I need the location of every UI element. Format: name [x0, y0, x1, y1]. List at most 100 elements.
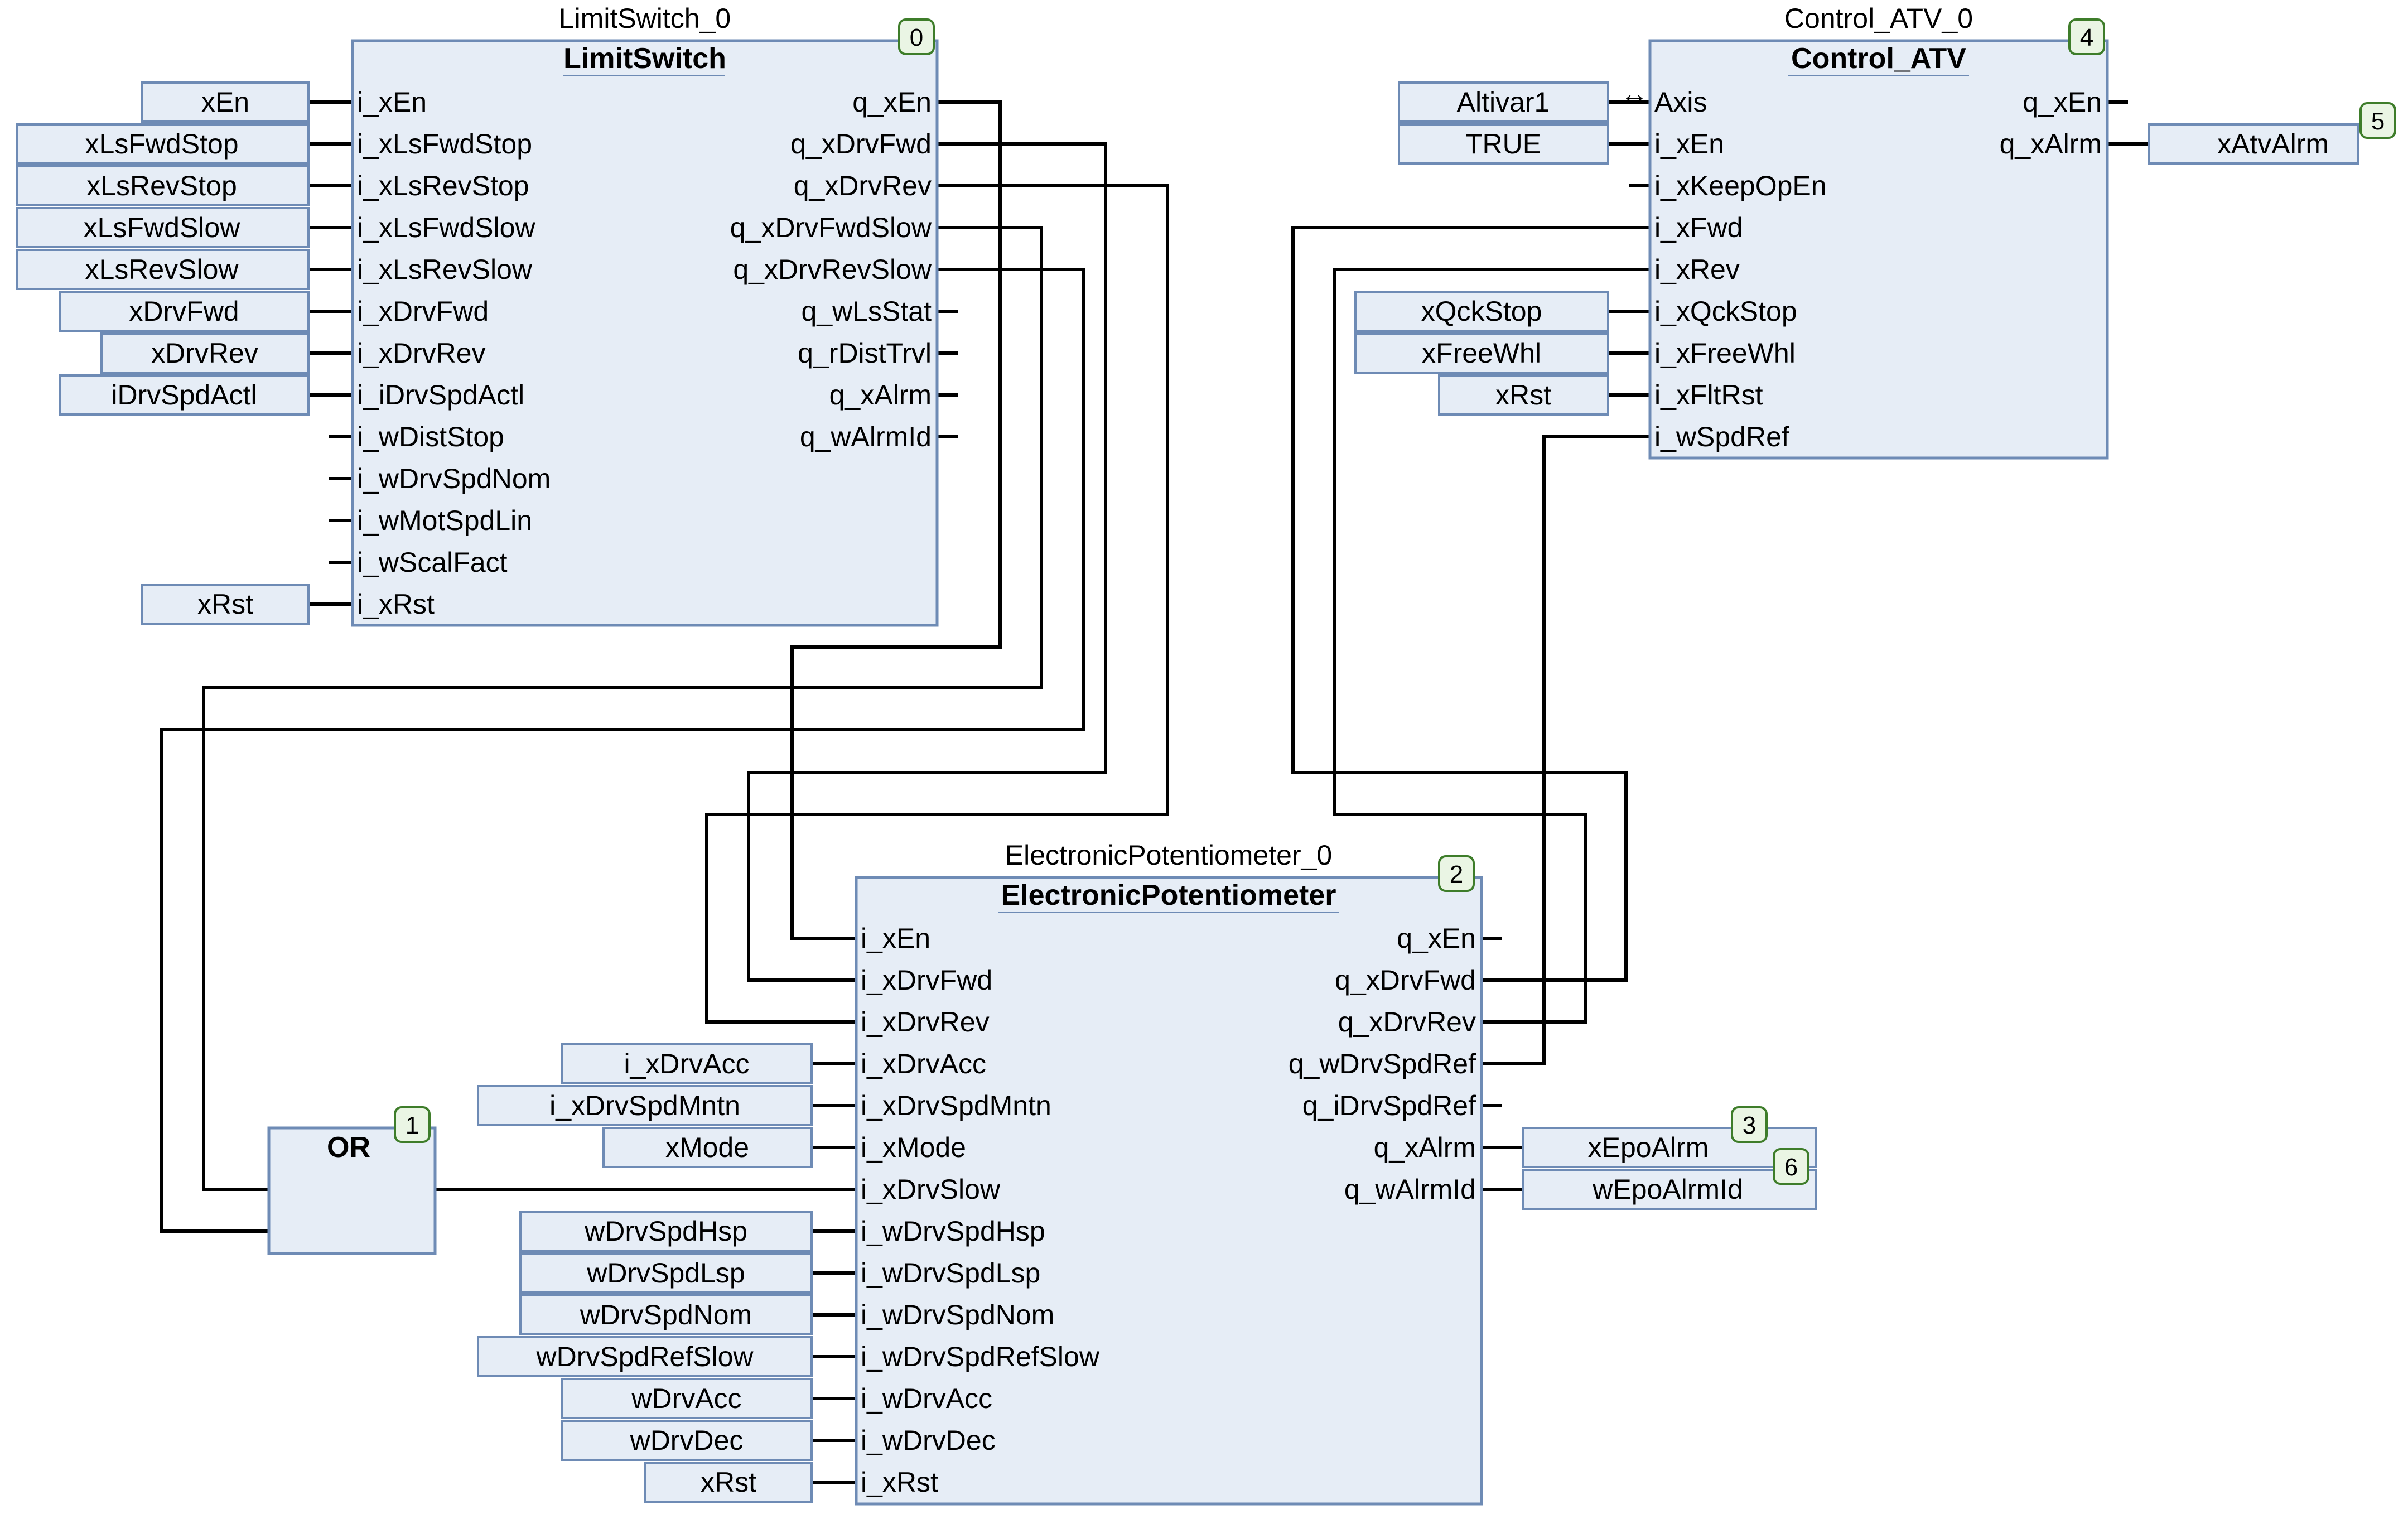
- variable-box[interactable]: xDrvFwd: [59, 291, 310, 332]
- variable-box[interactable]: xRst: [141, 584, 310, 625]
- svg-text:4: 4: [2080, 24, 2093, 51]
- input-pin-label: i_xLsFwdStop: [357, 128, 532, 160]
- variable-box[interactable]: wDrvSpdLsp: [519, 1252, 813, 1294]
- output-pin-label: q_xDrvFwdSlow: [730, 212, 932, 243]
- variable-box[interactable]: Altivar1: [1398, 81, 1609, 123]
- svg-text:xLsFwdSlow: xLsFwdSlow: [84, 212, 241, 243]
- wire-ep-qwdrvspdref-to-atv-iwspdref[interactable]: [1482, 435, 1650, 1065]
- block-or[interactable]: OR 1: [267, 1106, 437, 1255]
- variable-box[interactable]: iDrvSpdActl: [59, 374, 310, 416]
- svg-text:xFreeWhl: xFreeWhl: [1422, 337, 1541, 369]
- variable-box[interactable]: wDrvDec: [561, 1420, 813, 1461]
- input-pin-label: i_xDrvSpdMntn: [861, 1090, 1051, 1121]
- output-pins: q_xEn q_xDrvFwd q_xDrvRev q_xDrvFwdSlow …: [730, 86, 932, 452]
- input-pin-label: i_xEn: [1654, 128, 1724, 160]
- limitswitch-input-variables: xEn xLsFwdStop xLsRevStop xLsFwdSlow xLs…: [16, 81, 310, 625]
- control-atv-variables: Altivar1 TRUE xQckStop xFreeWhl xRst xAt…: [1354, 81, 2396, 416]
- output-pin-label: q_wAlrmId: [800, 421, 932, 452]
- input-pins: i_xEn i_xLsFwdStop i_xLsRevStop i_xLsFwd…: [357, 86, 551, 620]
- output-pin-label: q_wLsStat: [802, 296, 932, 327]
- variable-box[interactable]: wDrvSpdNom: [519, 1294, 813, 1335]
- svg-text:i_xDrvAcc: i_xDrvAcc: [624, 1048, 749, 1079]
- input-pin-label: i_xKeepOpEn: [1654, 170, 1827, 201]
- output-pin-label: q_xEn: [1397, 923, 1476, 954]
- execution-order-badge: 6: [1773, 1148, 1809, 1185]
- input-pin-label: i_xDrvFwd: [861, 965, 992, 996]
- input-pin-label: i_xLsRevSlow: [357, 254, 533, 285]
- svg-text:5: 5: [2371, 108, 2385, 135]
- block-limitswitch[interactable]: LimitSwitch_0 LimitSwitch 0 i_xEn i_xLsF…: [351, 3, 939, 627]
- execution-order-badge: 3: [1731, 1106, 1768, 1143]
- variable-box[interactable]: wDrvAcc: [561, 1378, 813, 1419]
- input-pin-label: i_wDrvSpdHsp: [861, 1216, 1045, 1247]
- input-pin-label: i_xLsFwdSlow: [357, 212, 535, 243]
- variable-box[interactable]: xRst: [644, 1462, 813, 1503]
- variable-box[interactable]: xLsFwdStop: [16, 123, 310, 165]
- variable-box[interactable]: xEn: [141, 81, 310, 123]
- input-pin-label: i_xRev: [1654, 254, 1740, 285]
- svg-text:wDrvSpdHsp: wDrvSpdHsp: [584, 1216, 747, 1247]
- input-pin-label: i_xDrvFwd: [357, 296, 489, 327]
- output-pin-label: q_rDistTrvl: [798, 337, 932, 369]
- variable-box[interactable]: wDrvSpdHsp: [519, 1211, 813, 1252]
- svg-text:xAtvAlrm: xAtvAlrm: [2217, 128, 2329, 160]
- wire-ls-qxdrvfwd-to-ep-ixdrvfwd[interactable]: [747, 142, 1107, 982]
- svg-text:wDrvSpdLsp: wDrvSpdLsp: [586, 1257, 745, 1289]
- variable-box[interactable]: xAtvAlrm: [2148, 123, 2359, 165]
- input-pins: i_xEn i_xDrvFwd i_xDrvRev i_xDrvAcc i_xD…: [861, 923, 1100, 1498]
- output-pins: q_xEn q_xDrvFwd q_xDrvRev q_wDrvSpdRef q…: [1289, 923, 1476, 1205]
- input-pin-label: i_wDistStop: [357, 421, 504, 452]
- svg-text:xEn: xEn: [201, 86, 249, 118]
- execution-order-badge: 0: [898, 18, 935, 55]
- input-pin-label: i_xDrvSlow: [861, 1174, 1001, 1205]
- output-pin-label: q_xDrvFwd: [1335, 965, 1476, 996]
- wire-ep-qxdrvrev-to-atv-ixrev[interactable]: [1333, 268, 1650, 1024]
- variable-box[interactable]: i_xDrvSpdMntn: [477, 1085, 813, 1126]
- wire-ep-qxdrvfwd-to-atv-ixfwd[interactable]: [1291, 226, 1650, 982]
- input-pin-label: i_wScalFact: [357, 547, 508, 578]
- wire-ls-qxdrvrev-to-ep-ixdrvrev[interactable]: [705, 184, 1169, 1024]
- block-type-name: ElectronicPotentiometer: [1001, 879, 1336, 912]
- input-pin-label: i_wMotSpdLin: [357, 505, 532, 536]
- wire-ls-qxen-to-ep-ixen[interactable]: [790, 100, 1002, 940]
- execution-order-badge: 4: [2068, 18, 2105, 55]
- variable-box[interactable]: i_xDrvAcc: [561, 1043, 813, 1084]
- svg-text:wDrvSpdRefSlow: wDrvSpdRefSlow: [535, 1341, 754, 1372]
- output-pin-label: q_xAlrm: [1374, 1132, 1476, 1163]
- svg-text:xQckStop: xQckStop: [1421, 296, 1542, 327]
- variable-box[interactable]: xLsFwdSlow: [16, 207, 310, 248]
- svg-text:xRst: xRst: [197, 589, 253, 620]
- svg-text:xRst: xRst: [1495, 379, 1551, 411]
- block-control-atv[interactable]: Control_ATV_0 Control_ATV 4 ↔ Axis i_xEn…: [1620, 3, 2109, 460]
- inout-arrow-icon: ↔: [1620, 78, 1648, 109]
- variable-box[interactable]: xMode: [602, 1127, 813, 1168]
- output-pin-label: q_xDrvFwd: [790, 128, 932, 160]
- variable-box[interactable]: xQckStop: [1354, 291, 1609, 332]
- variable-box[interactable]: wEpoAlrmId: [1522, 1169, 1817, 1210]
- svg-text:wDrvDec: wDrvDec: [630, 1425, 744, 1456]
- variable-box[interactable]: xRst: [1438, 374, 1609, 416]
- variable-box[interactable]: xLsRevSlow: [16, 249, 310, 290]
- variable-box[interactable]: xLsRevStop: [16, 165, 310, 206]
- variable-box[interactable]: xFreeWhl: [1354, 332, 1609, 374]
- execution-order-badge: 2: [1438, 855, 1475, 892]
- svg-text:xDrvRev: xDrvRev: [151, 337, 258, 369]
- variable-box[interactable]: wDrvSpdRefSlow: [477, 1336, 813, 1377]
- input-pin-label: i_xFwd: [1654, 212, 1743, 243]
- variable-box[interactable]: xDrvRev: [100, 332, 310, 374]
- svg-text:wDrvAcc: wDrvAcc: [631, 1383, 741, 1414]
- wire-ls-qxdrvrevslow-to-or[interactable]: [160, 268, 1085, 1233]
- output-pin-label: q_xDrvRev: [1338, 1006, 1476, 1038]
- svg-text:Altivar1: Altivar1: [1457, 86, 1550, 118]
- input-pin-label: i_xDrvRev: [357, 337, 486, 369]
- svg-text:i_xDrvSpdMntn: i_xDrvSpdMntn: [549, 1090, 740, 1121]
- block-type-name: LimitSwitch: [563, 42, 726, 75]
- variable-box[interactable]: xEpoAlrm: [1522, 1127, 1817, 1168]
- variable-box[interactable]: TRUE: [1398, 123, 1609, 165]
- block-electronic-potentiometer[interactable]: ElectronicPotentiometer_0 ElectronicPote…: [855, 840, 1483, 1506]
- wire-ls-qxdrvfwdslow-to-or[interactable]: [202, 226, 1043, 1191]
- input-pin-label: i_xEn: [357, 86, 427, 118]
- input-pin-label: i_wDrvSpdNom: [861, 1299, 1054, 1330]
- output-pin-label: q_xEn: [2023, 86, 2102, 118]
- input-pin-label: i_wDrvAcc: [861, 1383, 992, 1414]
